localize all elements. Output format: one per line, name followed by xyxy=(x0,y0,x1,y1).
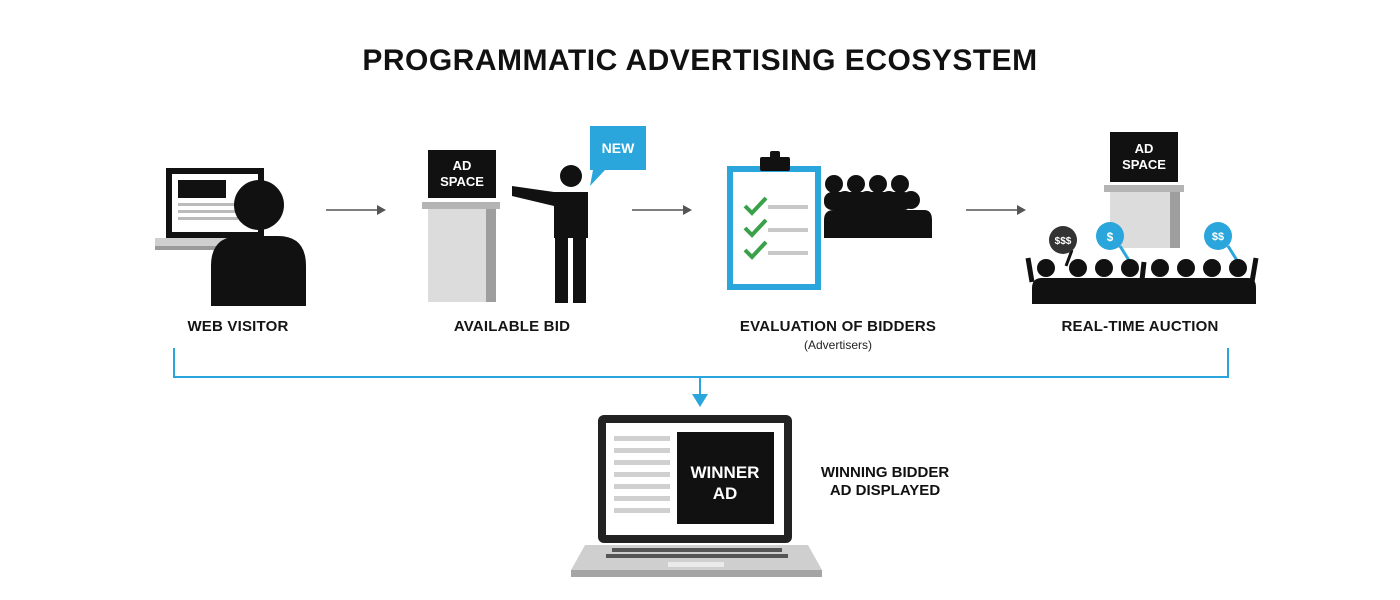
step-label-web-visitor: WEB VISITOR xyxy=(187,318,289,335)
svg-text:$$: $$ xyxy=(1212,231,1224,243)
podium-front xyxy=(428,209,486,302)
flow-arrow-3 xyxy=(966,205,1026,215)
connector-arrowhead xyxy=(692,394,708,407)
evaluation-illustration xyxy=(727,151,932,290)
svg-text:NEW: NEW xyxy=(602,140,635,156)
winner-laptop-illustration: WINNER AD xyxy=(571,415,822,577)
winner-ad-panel xyxy=(677,432,774,524)
flow-arrow-2 xyxy=(632,205,692,215)
presenter-head-icon xyxy=(560,165,582,187)
bid-paddle-3: $$ xyxy=(1204,222,1240,263)
result-label: WINNING BIDDER AD DISPLAYED xyxy=(800,464,970,500)
svg-text:AD: AD xyxy=(453,158,472,173)
bid-paddle-1: $$$ xyxy=(1049,226,1077,267)
svg-text:AD: AD xyxy=(713,484,738,503)
auction-illustration: AD SPACE $$$ $ $$ xyxy=(1025,132,1259,304)
result-label-line-2: AD DISPLAYED xyxy=(829,482,941,499)
step-label-available-bid: AVAILABLE BID xyxy=(453,318,571,335)
svg-text:SPACE: SPACE xyxy=(1122,157,1166,172)
visitor-head-icon xyxy=(234,180,284,230)
available-bid-illustration: AD SPACE NEW xyxy=(422,126,646,303)
visitor-laptop-keyboard xyxy=(155,238,277,246)
step-label-real-time-auction: REAL-TIME AUCTION xyxy=(1061,318,1219,335)
bidders-crowd-icon xyxy=(824,175,932,238)
result-label-line-1: WINNING BIDDER xyxy=(820,464,950,481)
auction-ad-space-sign xyxy=(1110,132,1178,182)
step-sublabel-evaluation: (Advertisers) xyxy=(803,338,872,352)
presenter-pointing-arm xyxy=(512,186,554,206)
podium-top xyxy=(422,202,500,209)
svg-text:AD: AD xyxy=(1135,141,1154,156)
step-label-evaluation: EVALUATION OF BIDDERS xyxy=(739,318,937,335)
svg-text:WINNER: WINNER xyxy=(691,463,760,482)
svg-text:SPACE: SPACE xyxy=(440,174,484,189)
page-title: PROGRAMMATIC ADVERTISING ECOSYSTEM xyxy=(362,44,1038,77)
result-connector xyxy=(173,348,1229,396)
new-badge xyxy=(590,126,646,186)
ad-space-sign xyxy=(428,150,496,198)
visitor-body-icon xyxy=(211,236,306,306)
web-visitor-illustration xyxy=(155,168,306,306)
svg-text:$: $ xyxy=(1107,230,1114,244)
flow-arrow-1 xyxy=(326,205,386,215)
auction-crowd-icon xyxy=(1025,257,1259,304)
checklist xyxy=(743,196,808,260)
svg-text:$$$: $$$ xyxy=(1055,236,1072,247)
